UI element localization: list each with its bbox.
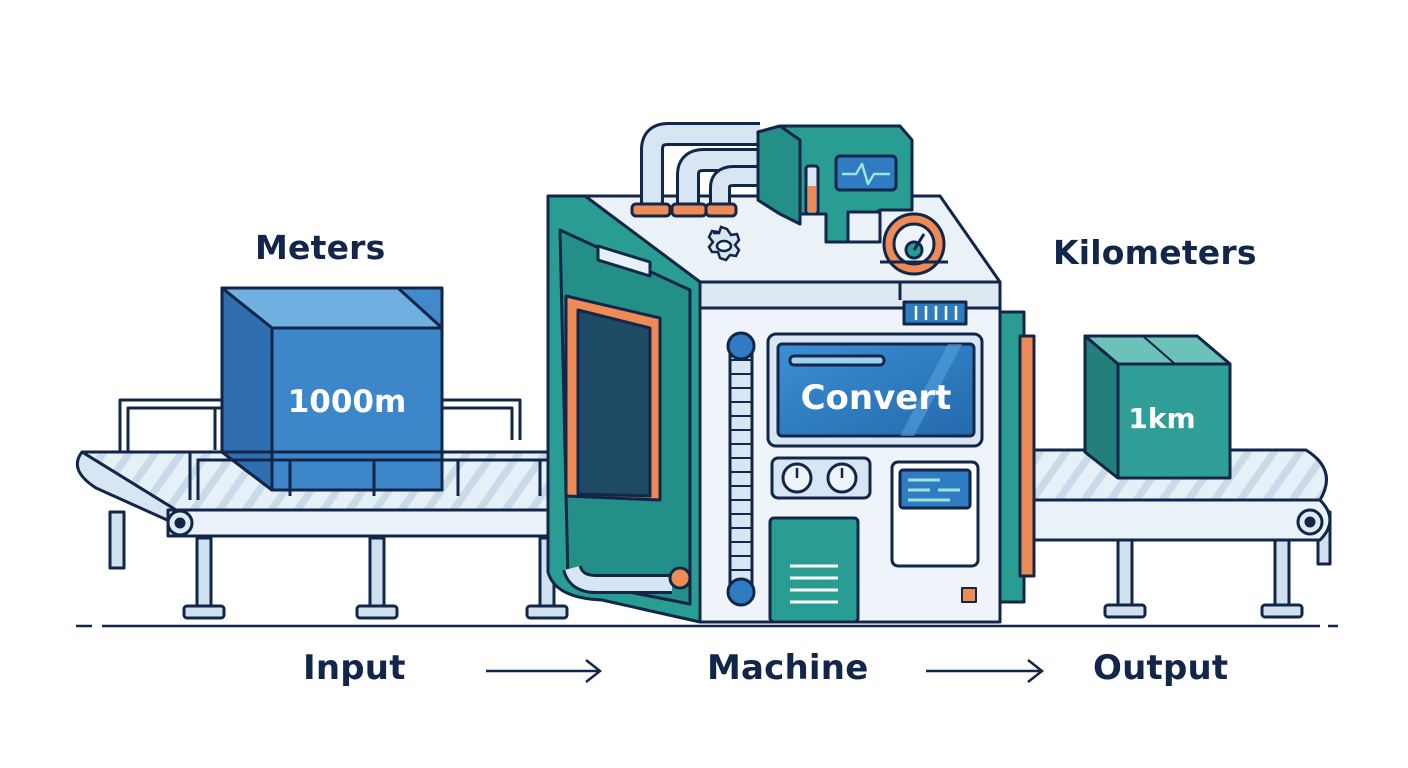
gauge-icon — [880, 212, 948, 276]
top-control-unit — [756, 124, 914, 244]
output-value: 1km — [1128, 402, 1196, 435]
stage-input-label: Input — [303, 648, 406, 688]
screen-label: Convert — [800, 378, 952, 418]
gear-icon — [707, 225, 741, 262]
arrow-machine-to-output — [926, 659, 1045, 683]
top-pipes — [630, 122, 782, 218]
arrow-input-to-machine — [486, 659, 603, 683]
output-unit-label: Kilometers — [1053, 233, 1257, 272]
output-conveyor — [1028, 448, 1332, 619]
stage-machine-label: Machine — [707, 648, 869, 688]
output-box — [1083, 334, 1232, 480]
stage-output-label: Output — [1093, 648, 1229, 688]
input-unit-label: Meters — [255, 228, 386, 267]
converter-machine — [546, 194, 1036, 624]
input-value: 1000m — [287, 384, 407, 420]
